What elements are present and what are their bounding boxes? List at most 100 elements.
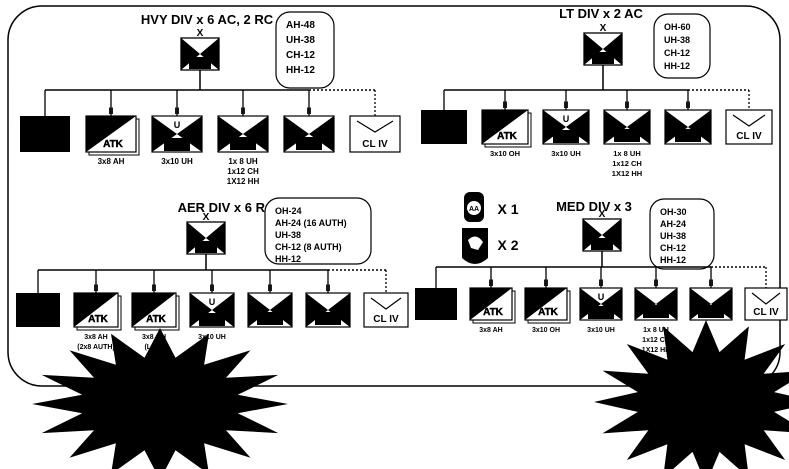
unit-cl-iv: CL IV xyxy=(350,116,400,152)
unit-label: ASB xyxy=(700,307,721,318)
aircraft-item: OH-60 xyxy=(664,22,691,32)
unit-echelon: II xyxy=(598,278,603,288)
unit-cl-iv: CL IV xyxy=(364,293,408,327)
div-title: AER DIV x 6 RC xyxy=(178,200,275,215)
unit-note: 1x12 CH xyxy=(227,167,259,176)
unit-note: (2x8 AUTH) xyxy=(77,344,114,351)
asl-label: ASL xyxy=(556,132,576,143)
aircraft-item: UH-38 xyxy=(286,35,315,46)
aircraft-item: HH-12 xyxy=(664,61,690,71)
aircraft-item: UH-38 xyxy=(664,35,690,45)
aircraft-item: AH-24 xyxy=(660,219,686,229)
div-title: LT DIV x 2 AC xyxy=(559,6,643,21)
med-div-group: MED DIV x 3XMFOH-30AH-24UH-38CH-12HH-12H… xyxy=(415,199,787,354)
unit-echelon: II xyxy=(209,283,214,293)
atk-label-fill: ATK xyxy=(103,139,124,150)
hq-label: MF xyxy=(596,54,610,65)
aircraft-item: AH-24 (16 AUTH) xyxy=(275,218,347,228)
unit-hhc: HHC xyxy=(20,116,70,152)
cl-iv-label: CL IV xyxy=(736,131,762,142)
unit-atk: ATKATK xyxy=(132,293,179,330)
unit-gs: GS xyxy=(604,110,650,144)
unit-asb: ASB xyxy=(665,110,711,144)
unit-echelon: II xyxy=(108,106,113,116)
aircraft-item: OH-24 xyxy=(275,206,302,216)
unit-echelon: II xyxy=(174,106,179,116)
unit-label: GS xyxy=(263,314,278,325)
unit-note: 3x8 AH xyxy=(479,327,502,334)
aircraft-item: UH-38 xyxy=(660,231,686,241)
unit-label: ASB xyxy=(298,139,319,150)
unit-echelon: II xyxy=(708,278,713,288)
aircraft-item: HH-12 xyxy=(286,65,315,76)
unit-asb: ASB xyxy=(690,288,732,320)
unit-note: 3x10 OH xyxy=(532,327,560,334)
unit-note: 3x10 OH xyxy=(490,149,520,158)
starburst-right-text: CREATES 13 ROBUST xyxy=(653,379,775,391)
cl-iv-label: CL IV xyxy=(362,139,388,150)
hhc-label: HHC xyxy=(26,305,50,317)
asl-top-label: U xyxy=(174,120,181,130)
aircraft-item: CH-12 (8 AUTH) xyxy=(275,242,342,252)
starburst-left-text: REGIMENTS xyxy=(129,421,200,435)
aircraft-item: HH-12 xyxy=(660,255,686,265)
aircraft-item: OH-30 xyxy=(660,207,687,217)
patch-group: AA X 1 X 2 xyxy=(462,192,519,264)
aircraft-item: CH-12 xyxy=(660,243,686,253)
airborne-patch-text: AA xyxy=(469,206,479,213)
unit-atk: ATKATK xyxy=(74,293,121,330)
unit-asb: ASB xyxy=(284,116,334,152)
patch-multiplier-2: X 2 xyxy=(497,237,518,253)
aircraft-item: UH-38 xyxy=(275,230,301,240)
aircraft-item: CH-12 xyxy=(664,48,690,58)
hq-echelon: X xyxy=(600,23,607,34)
hq-echelon: X xyxy=(197,28,204,39)
starburst-left-text: CREATES 6 xyxy=(132,379,199,393)
starburst-left-text: EXPEDITIONARY xyxy=(116,407,214,421)
patch-multiplier-1: X 1 xyxy=(497,201,518,217)
aircraft-item: AH-48 xyxy=(286,20,315,31)
aircraft-item: CH-12 xyxy=(286,50,315,61)
unit-echelon: II xyxy=(267,283,272,293)
unit-cl-iv: CL IV xyxy=(745,288,787,320)
unit-gs: GS xyxy=(218,116,268,152)
unit-note: 1x12 CH xyxy=(612,159,642,168)
atk-label-fill: ATK xyxy=(497,131,518,142)
unit-note: 1x 8 UH xyxy=(228,157,258,166)
unit-note: 3x10 UH xyxy=(161,157,193,166)
unit-asl: ASL U xyxy=(543,110,589,144)
atk-label-fill: ATK xyxy=(483,307,504,318)
unit-atk: ATKATK xyxy=(525,288,570,323)
unit-echelon: II xyxy=(543,278,548,288)
aircraft-item: HH-12 xyxy=(275,254,301,264)
unit-note: 1X12 HH xyxy=(612,169,642,178)
unit-hhc: HHC xyxy=(421,110,467,144)
div-title: HVY DIV x 6 AC, 2 RC xyxy=(141,12,274,27)
asl-top-label: U xyxy=(563,114,570,124)
unit-echelon: II xyxy=(151,283,156,293)
unit-note: 3x8 AH xyxy=(98,157,125,166)
unit-cl-iv: CL IV xyxy=(726,110,772,144)
unit-echelon: II xyxy=(93,283,98,293)
unit-gs: GS xyxy=(635,288,677,320)
unit-note: 3x8 AH xyxy=(84,334,107,341)
unit-label: GS xyxy=(649,307,664,318)
starburst-left-text: CAPABLE AVN xyxy=(123,393,207,407)
hhc-label: HHC xyxy=(33,129,57,141)
unit-hhc: HHC xyxy=(415,288,457,320)
unit-note: 3x10 UH xyxy=(551,149,581,158)
unit-echelon: II xyxy=(685,100,690,110)
unit-echelon: II xyxy=(306,106,311,116)
cl-iv-label: CL IV xyxy=(753,307,779,318)
div-title: MED DIV x 3 xyxy=(556,199,632,214)
unit-echelon: II xyxy=(488,278,493,288)
unit-echelon: II xyxy=(502,100,507,110)
